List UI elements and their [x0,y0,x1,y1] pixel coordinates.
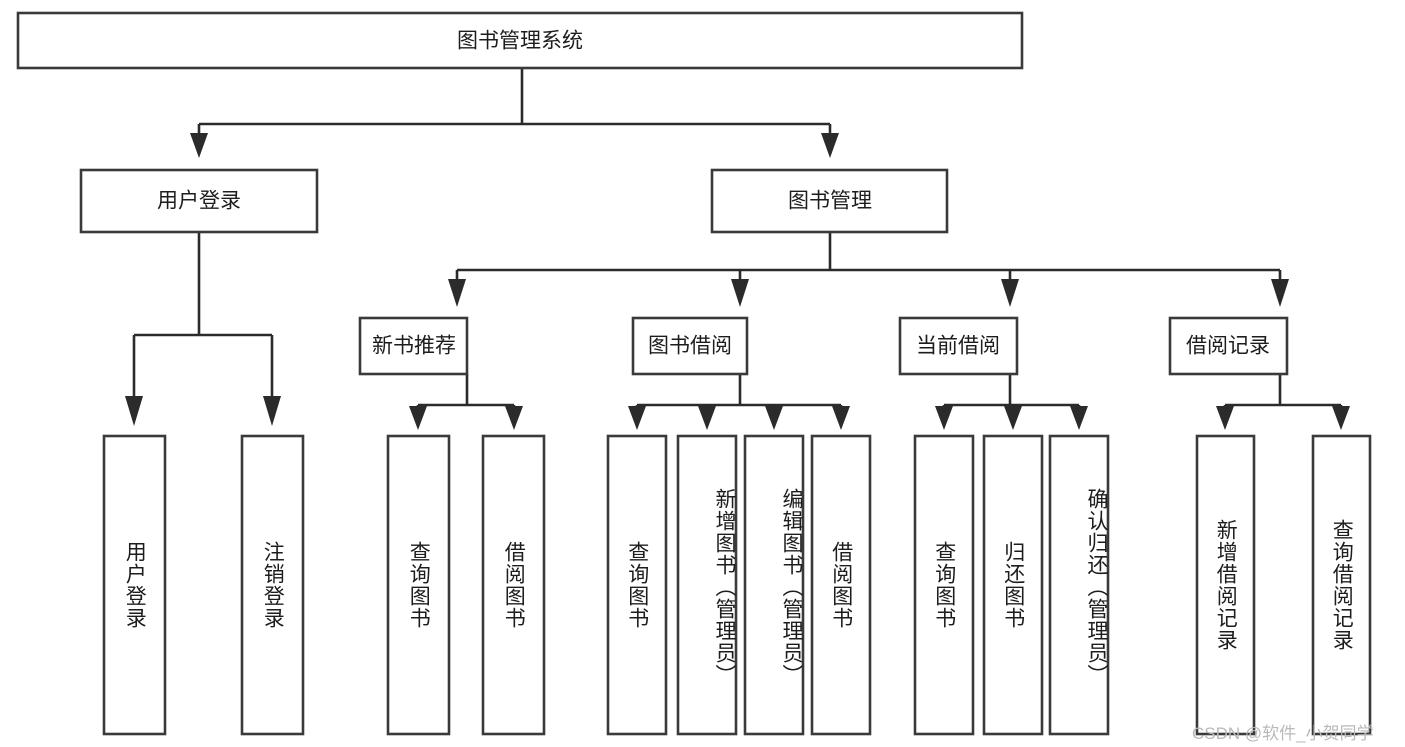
leaf-box-add-book-admin[interactable] [676,434,738,736]
leaf-box-borrow-book-rec[interactable] [481,434,546,736]
connector-group-root [190,68,839,158]
node-user-login[interactable]: 用户登录 [79,168,319,234]
connector-group-borrow-record [1216,374,1350,430]
arrow-to-new-book-rec [448,279,466,307]
connector-group-current-borrow [935,374,1088,430]
node-new-book-recommend-box[interactable] [358,316,469,376]
node-root-system-label: 图书管理系统 [457,30,583,53]
arrow-root-to-book-mgmt [821,133,839,158]
node-current-borrow[interactable]: 当前借阅 [898,316,1019,376]
leaf-box-return-book[interactable] [982,434,1044,736]
connector-group-new-book-rec [409,374,523,430]
leaf-box-query-borrow-record[interactable] [1311,434,1372,736]
arrow-to-book-borrow [731,279,749,307]
arrow-book-borrow-to-query [628,406,646,430]
arrow-current-borrow-to-query [935,406,953,430]
node-current-borrow-label: 当前借阅 [916,335,1000,358]
leaf-box-add-borrow-record[interactable] [1195,434,1256,736]
node-book-borrow[interactable]: 图书借阅 [631,316,749,376]
node-current-borrow-box[interactable] [898,316,1019,376]
node-new-book-recommend-label: 新书推荐 [372,335,456,358]
arrow-book-borrow-to-borrow [832,406,850,430]
arrow-user-login-to-login [125,396,143,426]
node-new-book-recommend[interactable]: 新书推荐 [358,316,469,376]
node-root-system[interactable]: 图书管理系统 [16,11,1024,70]
arrow-book-borrow-to-edit [765,406,783,430]
node-book-borrow-label: 图书借阅 [648,335,732,358]
arrow-book-borrow-to-add [698,406,716,430]
arrow-root-to-user-login [190,133,208,158]
node-borrow-record[interactable]: 借阅记录 [1168,316,1289,376]
arrow-new-book-rec-to-query [409,406,427,430]
connector-group-book-mgmt [448,232,1289,307]
leaf-box-query-book-rec[interactable] [386,434,451,736]
arrow-user-login-to-logout [263,396,281,426]
node-user-login-label: 用户登录 [157,190,241,213]
leaf-box-logout[interactable] [240,434,305,736]
arrow-to-current-borrow [1001,279,1019,307]
node-book-management[interactable]: 图书管理 [710,168,949,234]
csdn-watermark: CSDN @软件_小贺同学 [1192,724,1374,743]
leaf-box-user-login[interactable] [102,434,167,736]
arrow-borrow-record-to-query [1332,406,1350,430]
connector-group-book-borrow [628,374,850,430]
leaf-box-confirm-return-admin[interactable] [1048,434,1110,736]
node-book-management-label: 图书管理 [788,190,872,213]
arrow-new-book-rec-to-borrow [505,406,523,430]
node-borrow-record-label: 借阅记录 [1186,335,1270,358]
node-book-management-box[interactable] [710,168,949,234]
arrow-to-borrow-record [1271,279,1289,307]
arrow-current-borrow-to-return [1004,406,1022,430]
node-borrow-record-box[interactable] [1168,316,1289,376]
node-book-borrow-box[interactable] [631,316,749,376]
leaf-box-query-book-borrow[interactable] [606,434,668,736]
node-user-login-box[interactable] [79,168,319,234]
arrow-current-borrow-to-confirm [1070,406,1088,430]
leaf-box-borrow-book[interactable] [810,434,872,736]
leaf-box-edit-book-admin[interactable] [743,434,805,736]
node-root-system-box[interactable] [16,11,1024,70]
arrow-borrow-record-to-add [1216,406,1234,430]
leaf-box-query-book-current[interactable] [913,434,975,736]
connector-group-user-login [125,232,281,426]
